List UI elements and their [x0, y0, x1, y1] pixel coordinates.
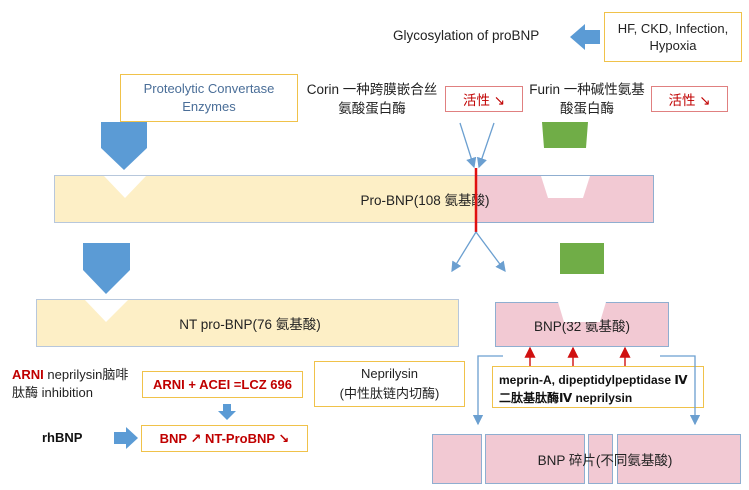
cleavage-notch-2-icon — [85, 300, 128, 322]
furin-label: Furin 一种碱性氨基酸蛋白酶 — [529, 82, 645, 116]
proteolytic-box: Proteolytic Convertase Enzymes — [120, 74, 298, 122]
fragment-3 — [588, 434, 613, 484]
neprilysin-subtitle: (中性肽链内切酶) — [339, 386, 440, 401]
fragment-connector-left — [472, 355, 503, 426]
cleavage-notch-icon — [104, 176, 146, 198]
arni-description: ARNI neprilysin脑啡肽酶 inhibition — [12, 366, 137, 402]
corin-arrow — [459, 122, 477, 169]
nt-pro-bnp-label: NT pro-BNP(76 氨基酸) — [140, 299, 360, 347]
left-block-arrow-icon — [570, 24, 600, 50]
fragment-1 — [432, 434, 482, 484]
conditions-text: HF, CKD, Infection, Hypoxia — [617, 21, 729, 53]
lcz-box: ARNI + ACEI =LCZ 696 — [142, 371, 303, 398]
glycosylation-label: Glycosylation of proBNP — [393, 28, 540, 43]
corin-label: Corin 一种跨膜嵌合丝氨酸蛋白酶 — [306, 82, 438, 116]
blue-cleavage-marker-icon — [101, 122, 147, 170]
green-notch-icon — [541, 176, 590, 198]
bnp-result-text: BNP ↗ NT-ProBNP ↘ — [159, 430, 290, 446]
green-cleavage-marker-2-icon — [560, 243, 604, 274]
nt-pro-bnp-text: NT pro-BNP(76 氨基酸) — [179, 317, 321, 332]
furin-arrow — [477, 122, 495, 169]
blue-cleavage-marker-2-icon — [83, 243, 130, 294]
meprin-text: meprin-A, dipeptidylpeptidase Ⅳ 二肽基肽酶Ⅳ n… — [499, 373, 688, 405]
lcz-text: ARNI + ACEI =LCZ 696 — [153, 377, 292, 392]
arni-desc: neprilysin脑啡肽酶 inhibition — [12, 367, 129, 400]
proteolytic-text: Proteolytic Convertase Enzymes — [143, 81, 275, 114]
green-notch-2-icon — [558, 302, 606, 322]
neprilysin-box: Neprilysin (中性肽链内切酶) — [314, 361, 465, 407]
conditions-box: HF, CKD, Infection, Hypoxia — [604, 12, 742, 62]
pro-bnp-label: Pro-BNP(108 氨基酸) — [300, 175, 550, 223]
bnp-result-box: BNP ↗ NT-ProBNP ↘ — [141, 425, 308, 452]
rhbnp-label: rhBNP — [42, 430, 83, 445]
arni-word: ARNI — [12, 367, 44, 382]
bnp-label: BNP(32 氨基酸) — [495, 302, 669, 347]
meprin-box: meprin-A, dipeptidylpeptidase Ⅳ 二肽基肽酶Ⅳ n… — [492, 366, 704, 408]
furin-activity-badge: 活性 ↘ — [651, 86, 728, 112]
fragment-4 — [617, 434, 741, 484]
corin-activity-badge: 活性 ↘ — [445, 86, 523, 112]
split-arrow-right — [475, 231, 506, 273]
pro-bnp-text: Pro-BNP(108 氨基酸) — [360, 193, 490, 208]
bnp-text: BNP(32 氨基酸) — [533, 318, 631, 334]
pro-bnp-bar-yellow — [54, 175, 476, 223]
neprilysin-title: Neprilysin — [360, 366, 419, 381]
down-block-arrow-icon — [218, 404, 236, 420]
green-cleavage-marker-icon — [542, 122, 588, 148]
split-arrow-left — [451, 231, 477, 273]
right-block-arrow-icon — [114, 427, 138, 449]
fragment-connector-right — [660, 355, 701, 426]
fragments-text: BNP 碎片(不同氨基酸) — [537, 453, 673, 468]
corin-activity-text: 活性 ↘ — [462, 93, 506, 108]
fragment-2 — [485, 434, 585, 484]
furin-activity-text: 活性 ↘ — [668, 93, 711, 108]
fragments-label: BNP 碎片(不同氨基酸) — [485, 434, 725, 484]
